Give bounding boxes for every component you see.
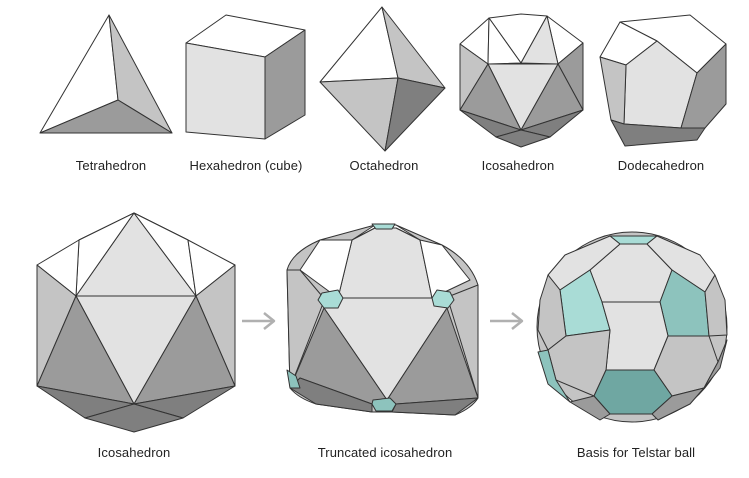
label-tetrahedron: Tetrahedron [75, 158, 147, 173]
label-hexahedron: Hexahedron (cube) [189, 158, 303, 173]
label-dodecahedron: Dodecahedron [617, 158, 705, 173]
label-telstar-ball: Basis for Telstar ball [576, 445, 696, 460]
arrow-right-2 [490, 312, 524, 330]
dodecahedron-shape [599, 14, 727, 147]
label-icosahedron-large: Icosahedron [97, 445, 171, 460]
octahedron-shape [319, 6, 446, 152]
label-icosahedron-small: Icosahedron [481, 158, 555, 173]
label-truncated-icosahedron: Truncated icosahedron [317, 445, 453, 460]
icosahedron-large-shape [36, 212, 236, 433]
label-octahedron: Octahedron [349, 158, 419, 173]
telstar-ball-shape [536, 231, 728, 423]
arrow-right-1 [242, 312, 276, 330]
cube-shape [185, 14, 306, 140]
truncated-icosahedron-shape [286, 223, 479, 416]
icosahedron-small-shape [459, 13, 584, 148]
tetrahedron-shape [39, 14, 173, 134]
